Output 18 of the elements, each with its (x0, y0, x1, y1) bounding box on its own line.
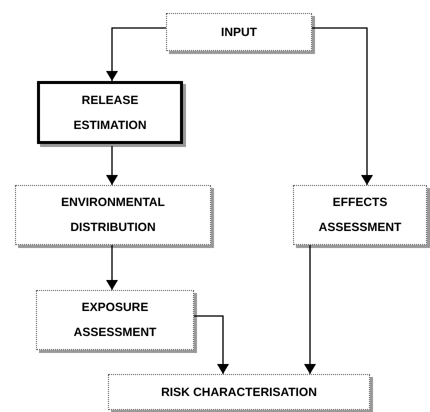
arrow (194, 315, 229, 374)
box-label: EFFECTS ASSESSMENT (318, 194, 402, 236)
process-box (293, 185, 427, 245)
arrow (304, 245, 316, 374)
box-label: ENVIRONMENTAL DISTRIBUTION (60, 194, 166, 236)
process-box (37, 81, 183, 144)
arrow (106, 27, 166, 81)
process-box (108, 374, 370, 410)
process-box (166, 13, 312, 51)
box-label: RELEASE ESTIMATION (72, 92, 148, 134)
arrow (312, 27, 373, 185)
box-label: EXPOSURE ASSESSMENT (72, 299, 158, 341)
arrow (106, 146, 118, 185)
box-label: INPUT (221, 24, 257, 40)
box-label: RISK CHARACTERISATION (161, 384, 317, 400)
process-box (36, 290, 194, 350)
arrow (106, 245, 118, 290)
process-box (15, 185, 211, 245)
